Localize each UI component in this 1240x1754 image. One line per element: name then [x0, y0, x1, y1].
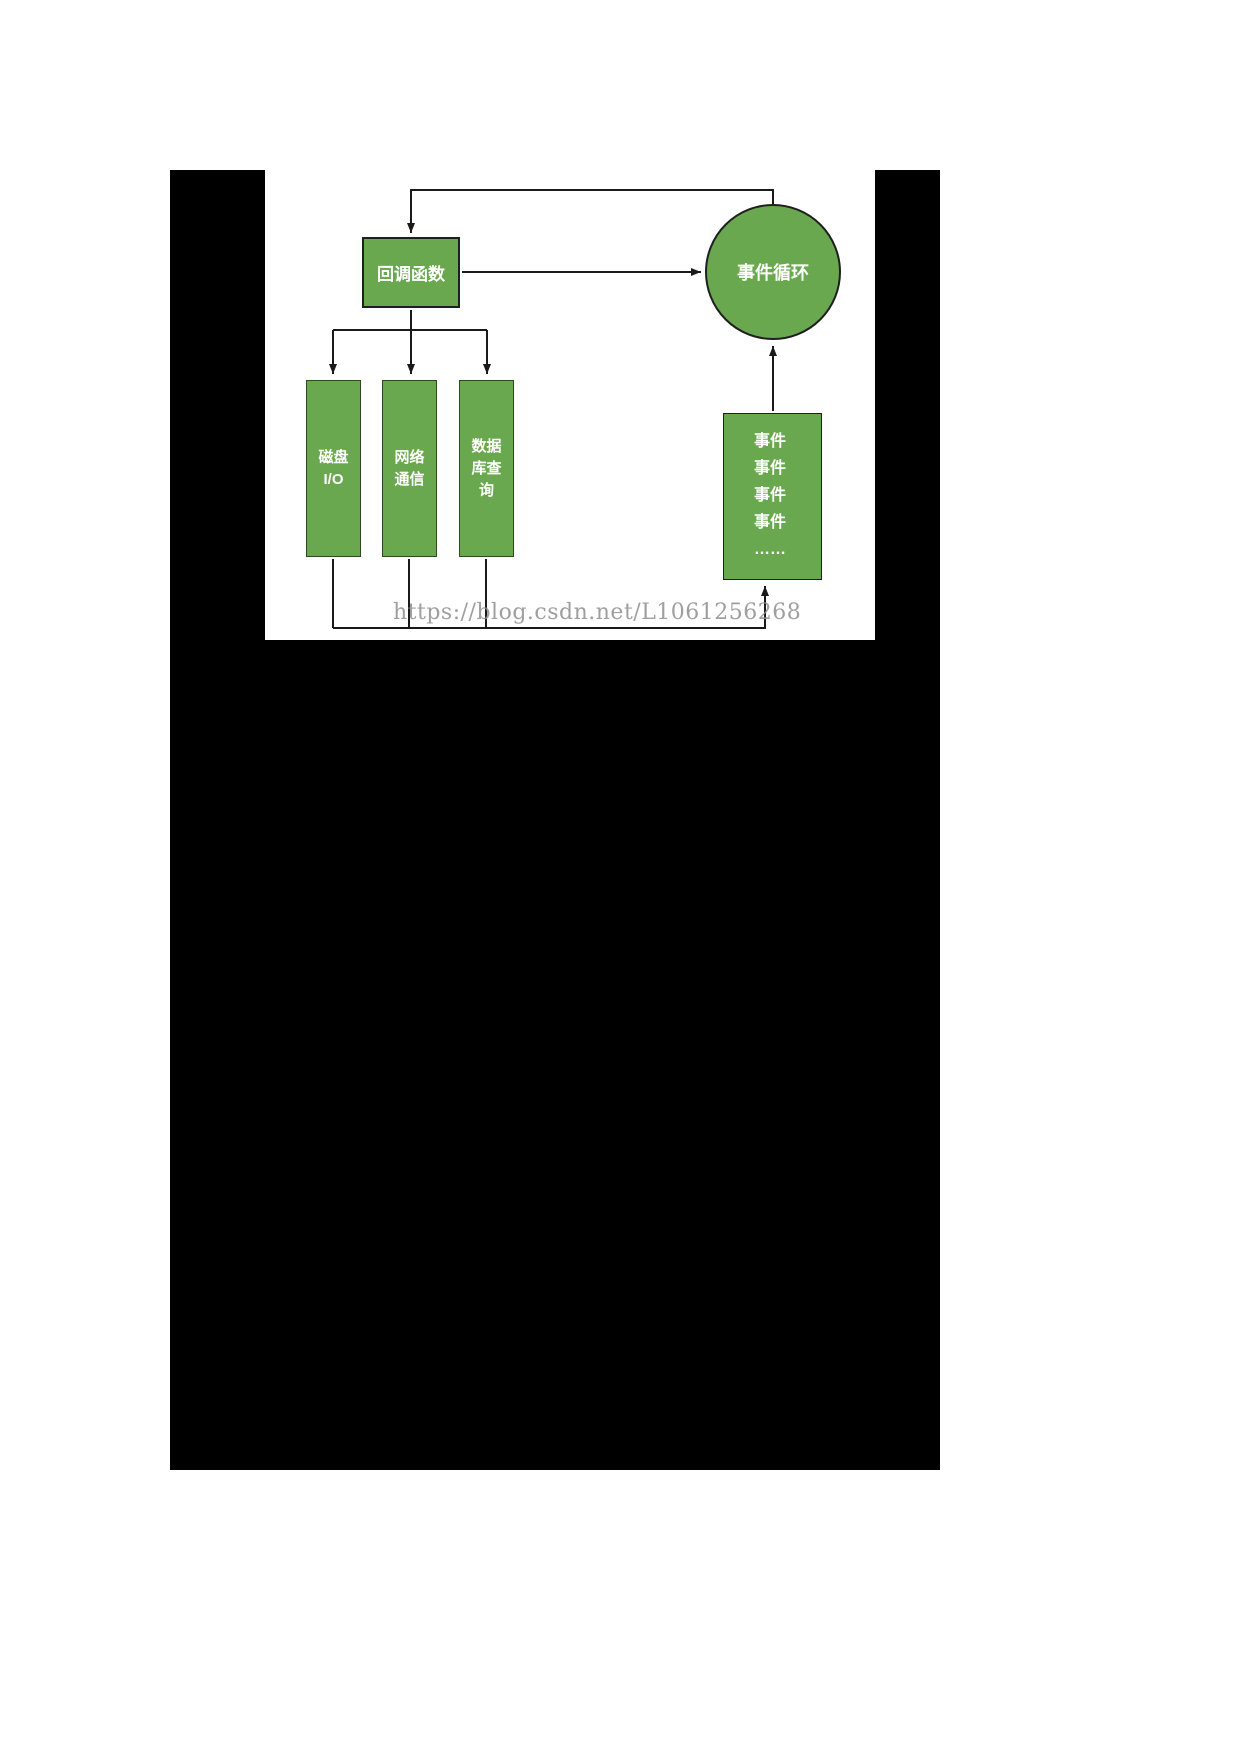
node-callback-function: 回调函数	[362, 237, 460, 308]
node-disk-io: 磁盘 I/O	[306, 380, 361, 557]
node-database-line2: 库查	[471, 459, 502, 477]
node-callback-label: 回调函数	[377, 265, 445, 284]
event-queue-item: 事件	[754, 433, 787, 450]
node-network-line2: 通信	[394, 470, 425, 488]
node-event-loop-label: 事件循环	[737, 263, 809, 283]
node-disk-io-line2: I/O	[323, 470, 344, 488]
node-database-line1: 数据	[471, 437, 502, 455]
node-event-loop: 事件循环	[705, 204, 841, 340]
event-queue-ellipsis: ……	[754, 541, 786, 558]
node-event-queue: 事件 事件 事件 事件 ……	[723, 413, 822, 580]
node-network-line1: 网络	[394, 448, 425, 466]
node-database-line3: 询	[478, 481, 494, 499]
node-database-query: 数据 库查 询	[459, 380, 514, 557]
event-queue-item: 事件	[754, 487, 787, 504]
node-disk-io-line1: 磁盘	[318, 448, 349, 466]
event-queue-item: 事件	[754, 460, 787, 477]
watermark-url: https://blog.csdn.net/L1061256268	[393, 600, 802, 625]
event-queue-item: 事件	[754, 514, 787, 531]
node-network: 网络 通信	[382, 380, 437, 557]
